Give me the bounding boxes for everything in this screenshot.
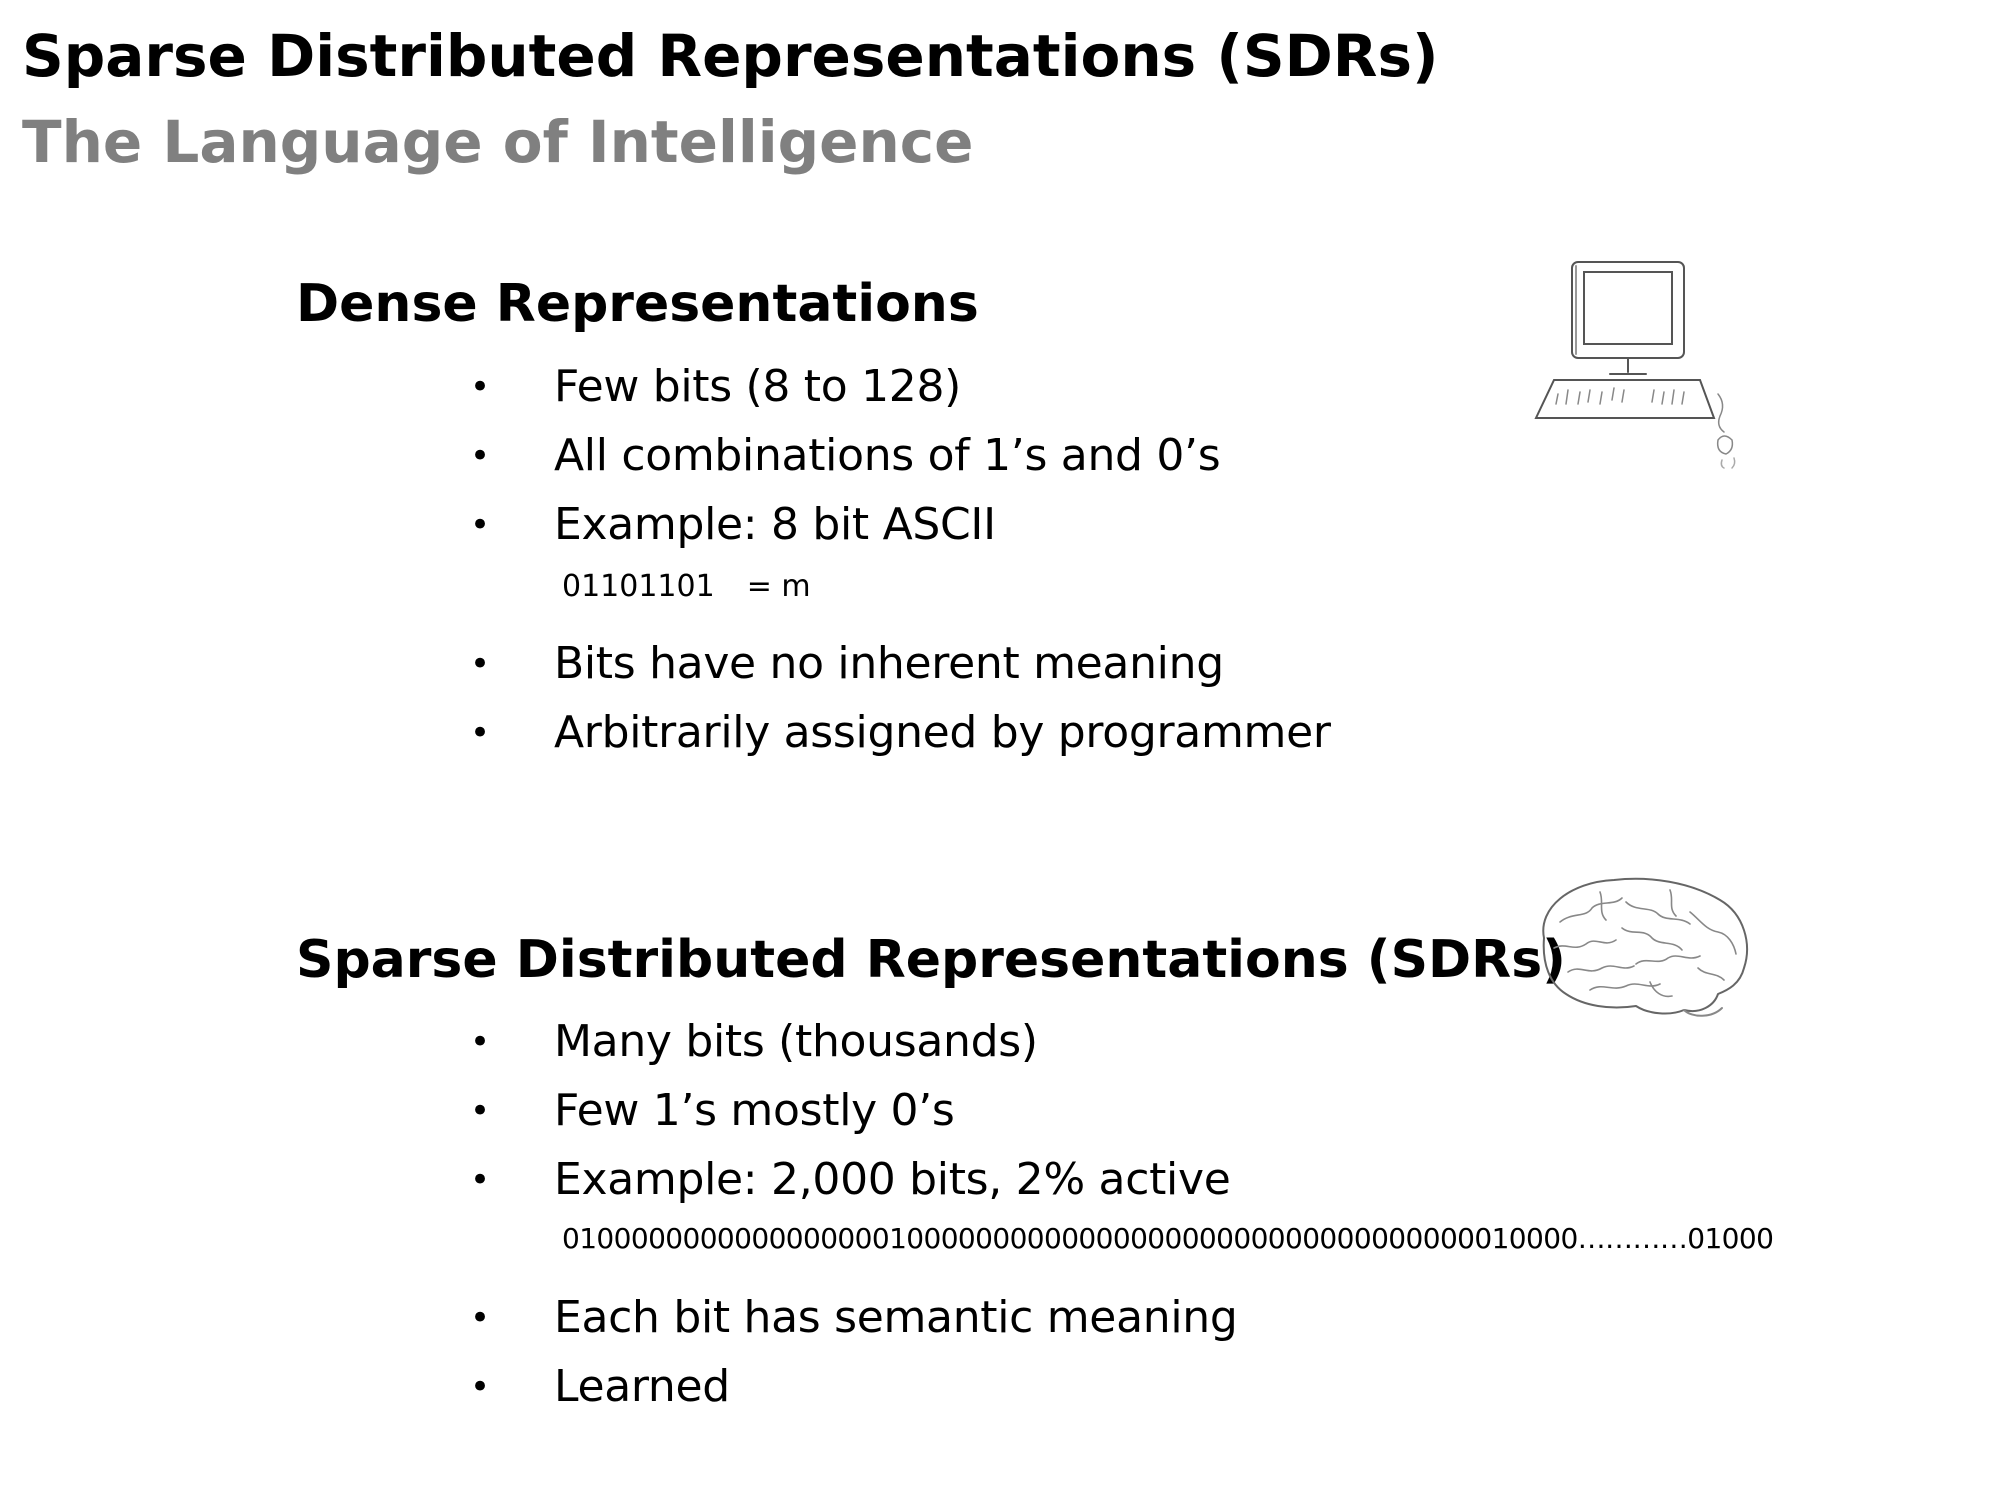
computer-icon	[1534, 261, 1736, 469]
dense-bullet-text: Few bits (8 to 128)	[554, 361, 962, 412]
bullet-icon: •	[470, 644, 491, 684]
dense-bullet-text: Arbitrarily assigned by programmer	[554, 707, 1331, 758]
bullet-icon: •	[470, 436, 491, 476]
dense-heading: Dense Representations	[296, 274, 979, 334]
sdr-bullet-text: Each bit has semantic meaning	[554, 1292, 1238, 1343]
sdr-bullet-text: Learned	[554, 1361, 730, 1412]
sdr-bullet-text: Many bits (thousands)	[554, 1016, 1038, 1067]
sdr-bullet-text: Example: 2,000 bits, 2% active	[554, 1154, 1231, 1205]
bullet-icon: •	[470, 1298, 491, 1338]
ascii-example: 01101101 = m	[562, 567, 811, 607]
bullet-icon: •	[470, 367, 491, 407]
bullet-icon: •	[470, 1160, 491, 1200]
slide-title: Sparse Distributed Representations (SDRs…	[22, 22, 1439, 90]
ascii-example-bits: 01101101	[562, 569, 715, 604]
brain-icon	[1542, 877, 1748, 1017]
slide-subtitle: The Language of Intelligence	[22, 108, 974, 176]
bullet-icon: •	[470, 1022, 491, 1062]
dense-bullet-text: All combinations of 1’s and 0’s	[554, 430, 1221, 481]
bullet-icon: •	[470, 1091, 491, 1131]
dense-bullet-text: Bits have no inherent meaning	[554, 638, 1224, 689]
sdr-heading: Sparse Distributed Representations (SDRs…	[296, 930, 1566, 990]
sdr-bullet-text: Few 1’s mostly 0’s	[554, 1085, 955, 1136]
bullet-icon: •	[470, 1367, 491, 1407]
ascii-example-value: = m	[746, 569, 811, 604]
bullet-icon: •	[470, 713, 491, 753]
bullet-icon: •	[470, 505, 491, 545]
sdr-example-bits: 0100000000000000000100000000000000000000…	[562, 1222, 1774, 1255]
dense-bullet-text: Example: 8 bit ASCII	[554, 499, 996, 550]
